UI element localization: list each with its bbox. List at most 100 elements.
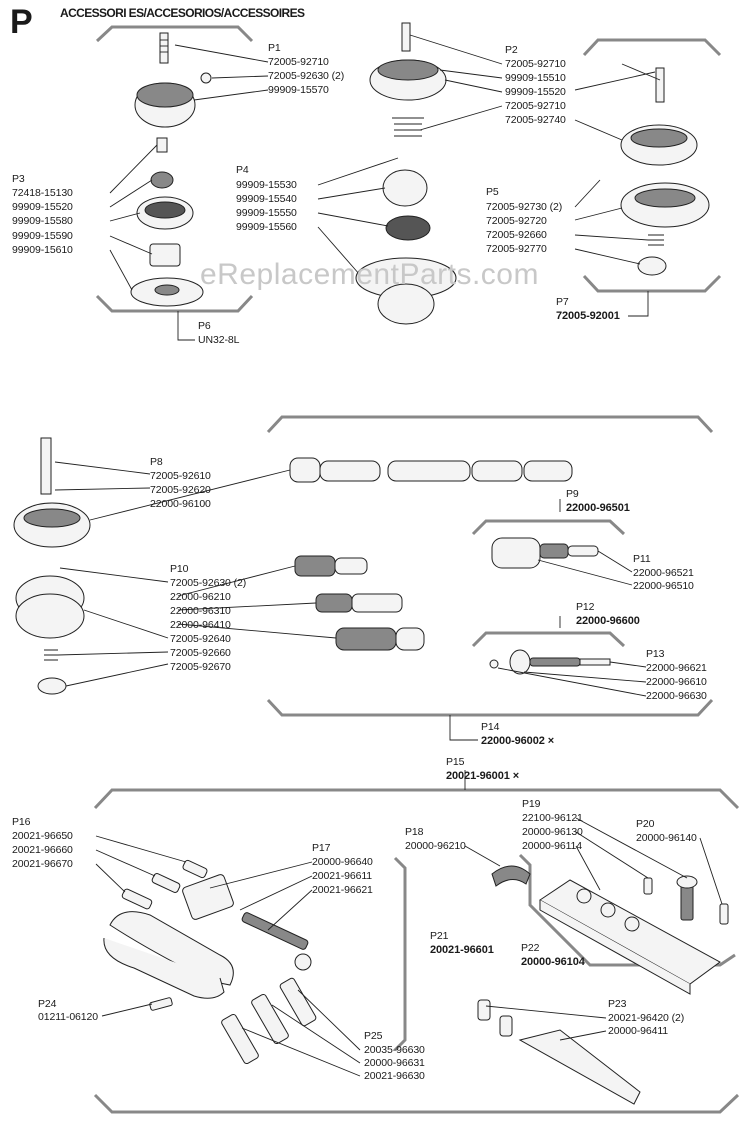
label-p4-part: 99909-15550 bbox=[236, 207, 297, 219]
label-p2-part: 99909-15520 bbox=[505, 86, 566, 98]
cross-mark: × bbox=[547, 735, 555, 747]
label-p2-part: 72005-92710 bbox=[505, 100, 566, 112]
label-p12-ref: P12 bbox=[576, 601, 595, 613]
tube-p9 bbox=[289, 457, 573, 483]
label-p15-part: 20021-96001 × bbox=[446, 770, 519, 782]
label-p10-part: 22000-96410 bbox=[170, 619, 231, 631]
label-p1-part: 72005-92710 bbox=[268, 56, 329, 68]
label-p14-code: 22000-96002 bbox=[481, 735, 545, 747]
label-p2-part: 72005-92740 bbox=[505, 114, 566, 126]
trimmer-head-p8 bbox=[13, 437, 91, 695]
label-p8-part: 72005-92610 bbox=[150, 470, 211, 482]
label-p22-part: 20000-96104 bbox=[521, 956, 585, 968]
label-p19-part: 20000-96130 bbox=[522, 826, 583, 838]
label-p16-ref: P16 bbox=[12, 816, 31, 828]
tool-p23 bbox=[477, 999, 641, 1105]
label-p23-part: 20000-96411 bbox=[608, 1025, 669, 1037]
label-p5-part: 72005-92730 (2) bbox=[486, 201, 563, 213]
label-p22-ref: P22 bbox=[521, 942, 540, 954]
label-p5-part: 72005-92720 bbox=[486, 215, 547, 227]
label-p17-part: 20021-96611 bbox=[312, 870, 373, 882]
label-p17-ref: P17 bbox=[312, 842, 331, 854]
label-p13-part: 22000-96610 bbox=[646, 676, 707, 688]
label-p18-ref: P18 bbox=[405, 826, 424, 838]
cross-mark: × bbox=[512, 770, 520, 782]
label-p19-part: 20000-96114 bbox=[522, 840, 583, 852]
label-p6-ref: P6 bbox=[198, 320, 211, 332]
label-p13-part: 22000-96621 bbox=[646, 662, 707, 674]
label-p19-ref: P19 bbox=[522, 798, 541, 810]
label-p12-part: 22000-96600 bbox=[576, 615, 640, 627]
holder-p16-p25 bbox=[103, 859, 317, 1065]
label-p5-part: 72005-92770 bbox=[486, 243, 547, 255]
label-p2-ref: P2 bbox=[505, 44, 518, 56]
label-p16-part: 20021-96670 bbox=[12, 858, 73, 870]
parts-p11 bbox=[491, 537, 599, 569]
label-p4-part: 99909-15560 bbox=[236, 221, 297, 233]
label-p10-part: 72005-92640 bbox=[170, 633, 231, 645]
label-p23-part: 20021-96420 (2) bbox=[608, 1012, 685, 1024]
label-p10-ref: P10 bbox=[170, 563, 189, 575]
label-p3-part: 99909-15590 bbox=[12, 230, 73, 242]
watermark: eReplacementParts.com bbox=[200, 258, 539, 291]
label-p14-ref: P14 bbox=[481, 721, 500, 733]
label-p9-ref: P9 bbox=[566, 488, 579, 500]
label-p17-part: 20000-96640 bbox=[312, 856, 373, 868]
plate-p19-p22 bbox=[539, 875, 729, 995]
label-p13-ref: P13 bbox=[646, 648, 665, 660]
label-p14-part: 22000-96002 × bbox=[481, 735, 554, 747]
page-header: ACCESSORI ES/ACCESORIOS/ACCESSOIRES bbox=[60, 6, 305, 20]
label-p1-ref: P1 bbox=[268, 42, 281, 54]
label-p5-ref: P5 bbox=[486, 186, 499, 198]
label-p16-part: 20021-96650 bbox=[12, 830, 73, 842]
group-ref-lines bbox=[177, 291, 649, 790]
page-letter: P bbox=[10, 3, 33, 41]
label-p19-part: 22100-96121 bbox=[522, 812, 583, 824]
label-p10-part: 72005-92660 bbox=[170, 647, 231, 659]
label-p15-code: 20021-96001 bbox=[446, 770, 510, 782]
label-p11-part: 22000-96510 bbox=[633, 580, 694, 592]
label-p4-part: 99909-15540 bbox=[236, 193, 297, 205]
label-p7-part: 72005-92001 bbox=[556, 310, 620, 322]
trimmer-head-p2-p4 bbox=[355, 22, 457, 325]
label-p23-ref: P23 bbox=[608, 998, 627, 1010]
label-p16-part: 20021-96660 bbox=[12, 844, 73, 856]
label-p20-part: 20000-96140 bbox=[636, 832, 697, 844]
label-p4-part: 99909-15530 bbox=[236, 179, 297, 191]
label-p24-part: 01211-06120 bbox=[38, 1011, 99, 1023]
parts-p10 bbox=[294, 555, 425, 651]
label-p6-part: UN32-8L bbox=[198, 334, 240, 346]
label-p11-ref: P11 bbox=[633, 553, 651, 565]
label-p17-part: 20021-96621 bbox=[312, 884, 373, 896]
label-p18-part: 20000-96210 bbox=[405, 840, 466, 852]
group-brackets bbox=[93, 25, 740, 1114]
label-p21-ref: P21 bbox=[430, 930, 449, 942]
parts-p13 bbox=[489, 649, 611, 675]
leader-lines bbox=[54, 34, 723, 1077]
label-p25-part: 20021-96630 bbox=[364, 1070, 425, 1082]
label-p3-part: 72418-15130 bbox=[12, 187, 73, 199]
label-p2-part: 99909-15510 bbox=[505, 72, 566, 84]
label-p4-ref: P4 bbox=[236, 164, 249, 176]
label-p21-part: 20021-96601 bbox=[430, 944, 494, 956]
label-p8-part: 72005-92620 bbox=[150, 484, 211, 496]
label-p10-part: 72005-92630 (2) bbox=[170, 577, 247, 589]
label-p24-ref: P24 bbox=[38, 998, 57, 1010]
label-p8-part: 22000-96100 bbox=[150, 498, 211, 510]
label-p10-part: 22000-96310 bbox=[170, 605, 231, 617]
clip-p18 bbox=[491, 865, 531, 887]
trimmer-head-p1 bbox=[134, 32, 212, 128]
trimmer-head-p5 bbox=[620, 67, 710, 276]
label-p8-ref: P8 bbox=[150, 456, 163, 468]
spool-parts-p3 bbox=[130, 137, 204, 307]
label-p13-part: 22000-96630 bbox=[646, 690, 707, 702]
label-p10-part: 72005-92670 bbox=[170, 661, 231, 673]
label-p11-part: 22000-96521 bbox=[633, 567, 694, 579]
label-p9-part: 22000-96501 bbox=[566, 502, 630, 514]
label-p1-part: 72005-92630 (2) bbox=[268, 70, 345, 82]
label-p3-part: 99909-15580 bbox=[12, 215, 73, 227]
label-p2-part: 72005-92710 bbox=[505, 58, 566, 70]
label-p25-part: 20035-96630 bbox=[364, 1044, 425, 1056]
label-p10-part: 22000-96210 bbox=[170, 591, 231, 603]
